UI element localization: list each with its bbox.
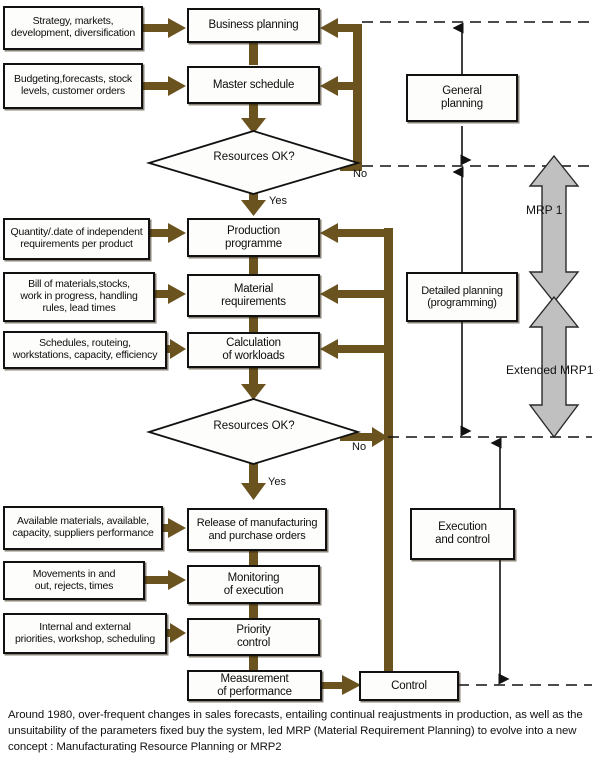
phase-line: General: [442, 85, 482, 98]
decision-line: OK?: [271, 151, 295, 163]
phase-line: (programming): [427, 297, 497, 309]
input-line: workstations, capacity, efficiency: [12, 349, 158, 361]
decision-line: Resources: [213, 151, 269, 163]
process-box-business-planning: Business planning: [187, 8, 320, 43]
process-box-calculation-of-workloads: Calculation of workloads: [187, 332, 320, 368]
phase-line: and control: [435, 534, 490, 546]
decision-label-resources-ok-1: Resources OK?: [204, 151, 304, 164]
process-line: of performance: [217, 685, 292, 698]
process-box-priority-control: Priority control: [187, 618, 320, 656]
phase-span-arrows: [452, 22, 510, 685]
process-box-production-programme: Production programme: [187, 218, 320, 257]
process-line: programme: [225, 237, 282, 250]
input-box-movements: Movements in and out, rejects, times: [3, 561, 145, 600]
mrp-range-arrows: [528, 154, 580, 439]
process-line: and purchase orders: [208, 529, 306, 542]
figure-caption: Around 1980, over-frequent changes in sa…: [8, 709, 583, 754]
input-line: Budgeting,forecasts, stock: [14, 73, 132, 86]
decision-diamonds: [145, 130, 362, 465]
phase-line: planning: [441, 98, 483, 110]
input-line: work in progress, handling: [20, 290, 138, 303]
process-box-material-requirements: Material requirements: [187, 274, 320, 317]
process-line: Priority: [236, 624, 271, 637]
input-line: Schedules, routeing,: [39, 337, 131, 350]
process-line: Master schedule: [212, 78, 295, 91]
input-box-bill-of-materials: Bill of materials,stocks, work in progre…: [3, 272, 155, 322]
phase-line: Execution: [438, 521, 487, 534]
input-box-internal-priorities: Internal and external priorities, worksh…: [3, 613, 167, 654]
feedback-return-path: [320, 18, 393, 676]
process-line: of workloads: [222, 350, 285, 362]
input-line: development, diversification: [11, 27, 135, 39]
core-column-connectors: [241, 43, 266, 670]
phase-box-detailed-planning: Detailed planning (programming): [406, 272, 518, 322]
input-line: Internal and external: [39, 620, 131, 633]
decision-line: OK?: [271, 420, 295, 432]
mrp1-double-arrow: [528, 154, 580, 304]
input-line: Strategy, markets,: [32, 15, 114, 28]
branch-label-no-2: No: [352, 441, 367, 453]
process-line: requirements: [221, 295, 286, 308]
input-line: Movements in and: [32, 567, 116, 580]
process-line: Business planning: [208, 19, 299, 32]
process-box-master-schedule: Master schedule: [187, 66, 320, 104]
process-line: Monitoring: [227, 571, 280, 584]
input-line: priorities, workshop, scheduling: [14, 632, 156, 645]
process-line: Material: [233, 282, 274, 295]
process-line: Release of manufacturing: [196, 517, 318, 530]
process-box-control: Control: [359, 671, 459, 701]
mrp-flowchart: Strategy, markets, development, diversif…: [3, 6, 594, 701]
phase-box-general-planning: General planning: [406, 74, 518, 122]
phase-separator-lines: [362, 21, 592, 686]
input-line: capacity, suppliers performance: [12, 527, 154, 539]
input-box-strategy: Strategy, markets, development, diversif…: [3, 6, 143, 50]
process-box-measurement-of-performance: Measurement of performance: [187, 670, 322, 701]
process-box-monitoring-of-execution: Monitoring of execution: [187, 565, 320, 604]
process-box-release-of-orders: Release of manufacturing and purchase or…: [187, 508, 327, 551]
diamond-resources-ok-1: [145, 130, 362, 195]
input-line: requirements per product: [20, 238, 133, 250]
input-line: rules, lead times: [42, 301, 116, 314]
input-feed-arrows: [142, 18, 361, 695]
branch-label-yes-2: Yes: [268, 476, 286, 488]
input-line: Bill of materials,stocks,: [28, 278, 130, 291]
connector-layer: [142, 18, 592, 695]
input-box-available-materials: Available materials, available, capacity…: [3, 506, 163, 550]
process-line: Calculation: [226, 337, 281, 350]
input-line: out, rejects, times: [34, 579, 114, 592]
phase-line: Detailed planning: [421, 284, 503, 297]
input-line: Quantity/.date of independent: [10, 226, 143, 239]
mrp-label-extended-mrp1: Extended MRP1: [506, 363, 594, 377]
process-line: control: [236, 637, 271, 649]
diamond-resources-ok-2: [145, 398, 362, 465]
input-box-quantity: Quantity/.date of independent requiremen…: [3, 218, 150, 260]
process-line: Control: [391, 679, 427, 692]
decision-label-resources-ok-2: Resources OK?: [204, 420, 304, 433]
process-line: Measurement: [220, 672, 289, 685]
input-line: levels, customer orders: [21, 85, 125, 97]
extended-mrp1-double-arrow: [528, 295, 580, 439]
phase-box-execution-and-control: Execution and control: [410, 508, 515, 560]
input-box-schedules: Schedules, routeing, workstations, capac…: [3, 331, 167, 369]
input-line: Available materials, available,: [17, 515, 149, 528]
input-box-budgeting: Budgeting,forecasts, stock levels, custo…: [3, 63, 143, 109]
branch-label-yes-1: Yes: [269, 195, 287, 207]
branch-label-no-1: No: [353, 168, 368, 180]
decision-line: Resources: [213, 420, 269, 432]
process-line: Production: [227, 224, 280, 237]
process-line: of execution: [223, 584, 284, 597]
mrp-label-mrp-1: MRP 1: [526, 203, 563, 217]
